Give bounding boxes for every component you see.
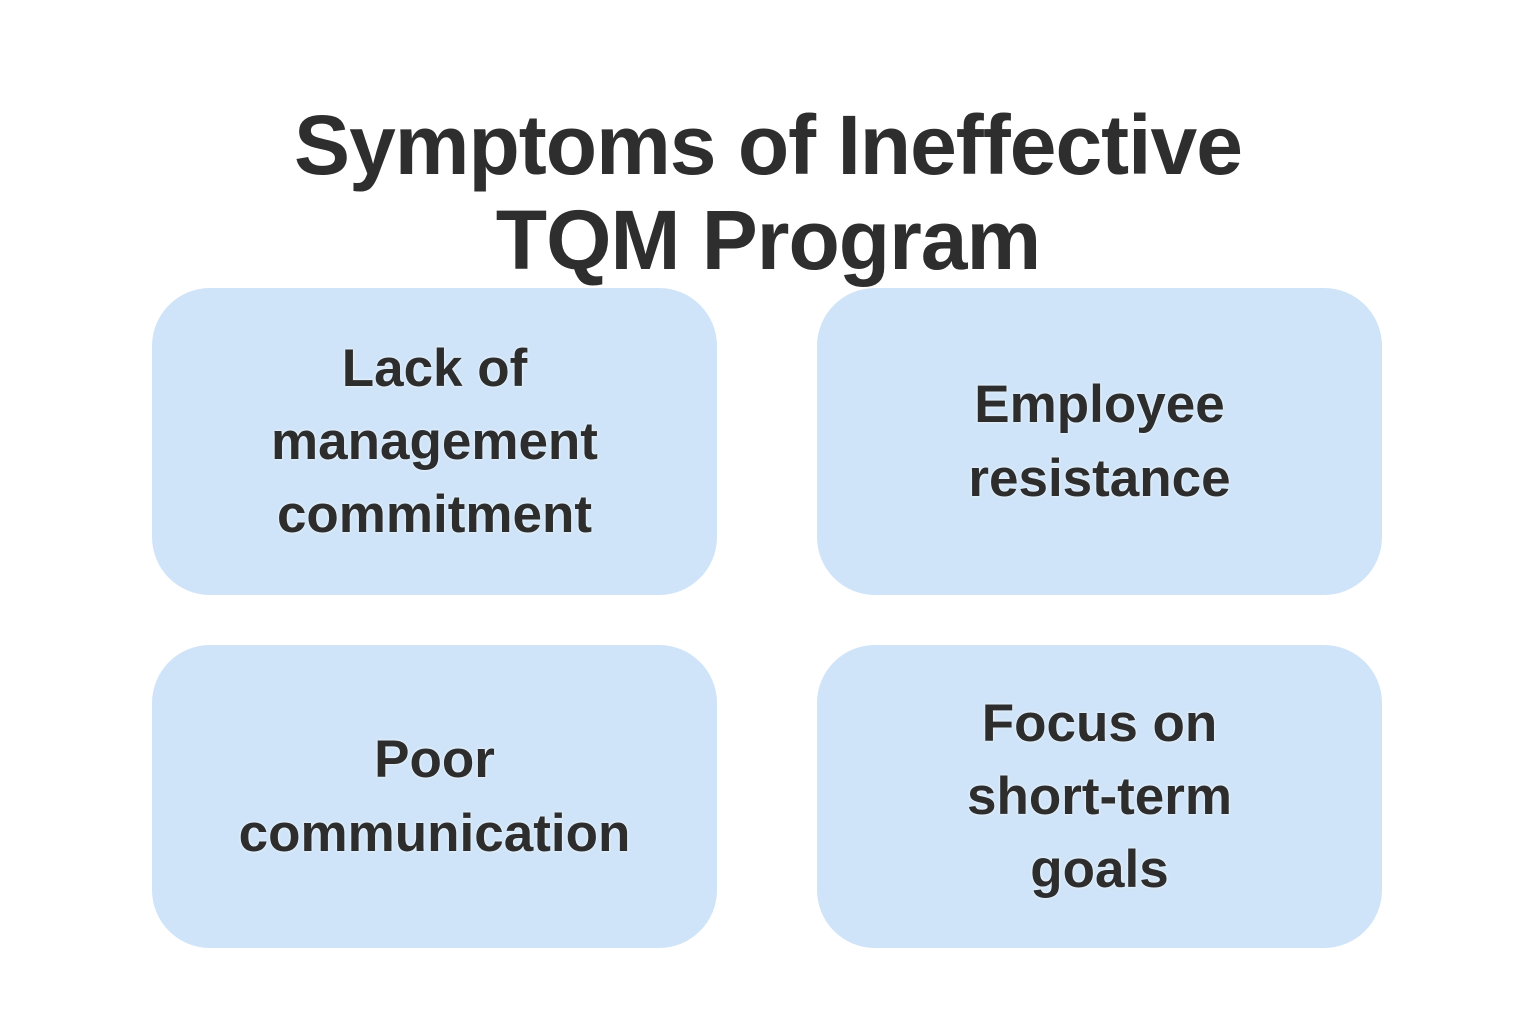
symptom-card-employee-resistance: Employee resistance xyxy=(817,288,1382,595)
symptom-card-short-term-goals: Focus on short-term goals xyxy=(817,645,1382,948)
symptom-label: Focus on short-term goals xyxy=(966,693,1233,900)
symptom-label: Employee resistance xyxy=(968,375,1231,508)
symptom-label: Poor communication xyxy=(238,730,631,863)
symptom-cards-grid: Lack of management commitment Employee r… xyxy=(152,288,1382,948)
symptom-label: Lack of management commitment xyxy=(271,338,598,545)
symptom-card-management-commitment: Lack of management commitment xyxy=(152,288,717,595)
symptom-card-poor-communication: Poor communication xyxy=(152,645,717,948)
page-title: Symptoms of Ineffective TQM Program xyxy=(294,98,1243,288)
